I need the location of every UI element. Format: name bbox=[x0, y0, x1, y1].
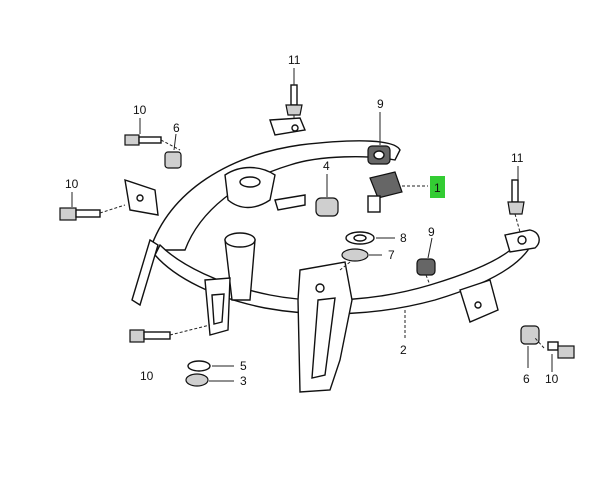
nut-6-right bbox=[520, 325, 540, 345]
grommet-7 bbox=[341, 248, 369, 262]
callout-3: 3 bbox=[240, 374, 247, 388]
callout-5: 5 bbox=[240, 359, 247, 373]
bracket-frame bbox=[124, 117, 540, 393]
washer-5 bbox=[187, 360, 211, 372]
bolt-11-top bbox=[285, 84, 303, 116]
nut-9-top bbox=[367, 145, 391, 165]
callout-11-right: 11 bbox=[511, 151, 524, 165]
callout-1-highlighted: 1 bbox=[434, 181, 441, 195]
callout-2: 2 bbox=[400, 343, 407, 357]
callout-10-top: 10 bbox=[133, 103, 147, 117]
collar-4 bbox=[315, 197, 339, 217]
nut-3 bbox=[185, 373, 209, 387]
callout-10-left: 10 bbox=[65, 177, 79, 191]
leader-lines bbox=[71, 68, 553, 382]
fitting-1 bbox=[367, 171, 403, 213]
bolt-11-right bbox=[507, 179, 525, 215]
callout-6-top: 6 bbox=[173, 121, 180, 135]
washer-8 bbox=[345, 231, 375, 245]
callout-6-right: 6 bbox=[523, 372, 530, 386]
callout-9-mid: 9 bbox=[428, 225, 435, 239]
bolt-10-left bbox=[59, 207, 101, 221]
callout-4: 4 bbox=[323, 159, 330, 173]
nut-9-mid bbox=[416, 258, 436, 276]
nut-6-top bbox=[164, 151, 182, 169]
callout-8: 8 bbox=[400, 231, 407, 245]
bolt-10-top bbox=[124, 134, 162, 146]
callout-10-bottom: 10 bbox=[140, 369, 154, 383]
callout-10-right: 10 bbox=[545, 372, 559, 386]
callout-7: 7 bbox=[388, 248, 395, 262]
bolt-10-right bbox=[547, 341, 575, 359]
callout-11-top: 11 bbox=[288, 53, 301, 67]
bolt-10-lower bbox=[129, 329, 171, 343]
highlight-box bbox=[430, 176, 445, 198]
callout-9-top: 9 bbox=[377, 97, 384, 111]
